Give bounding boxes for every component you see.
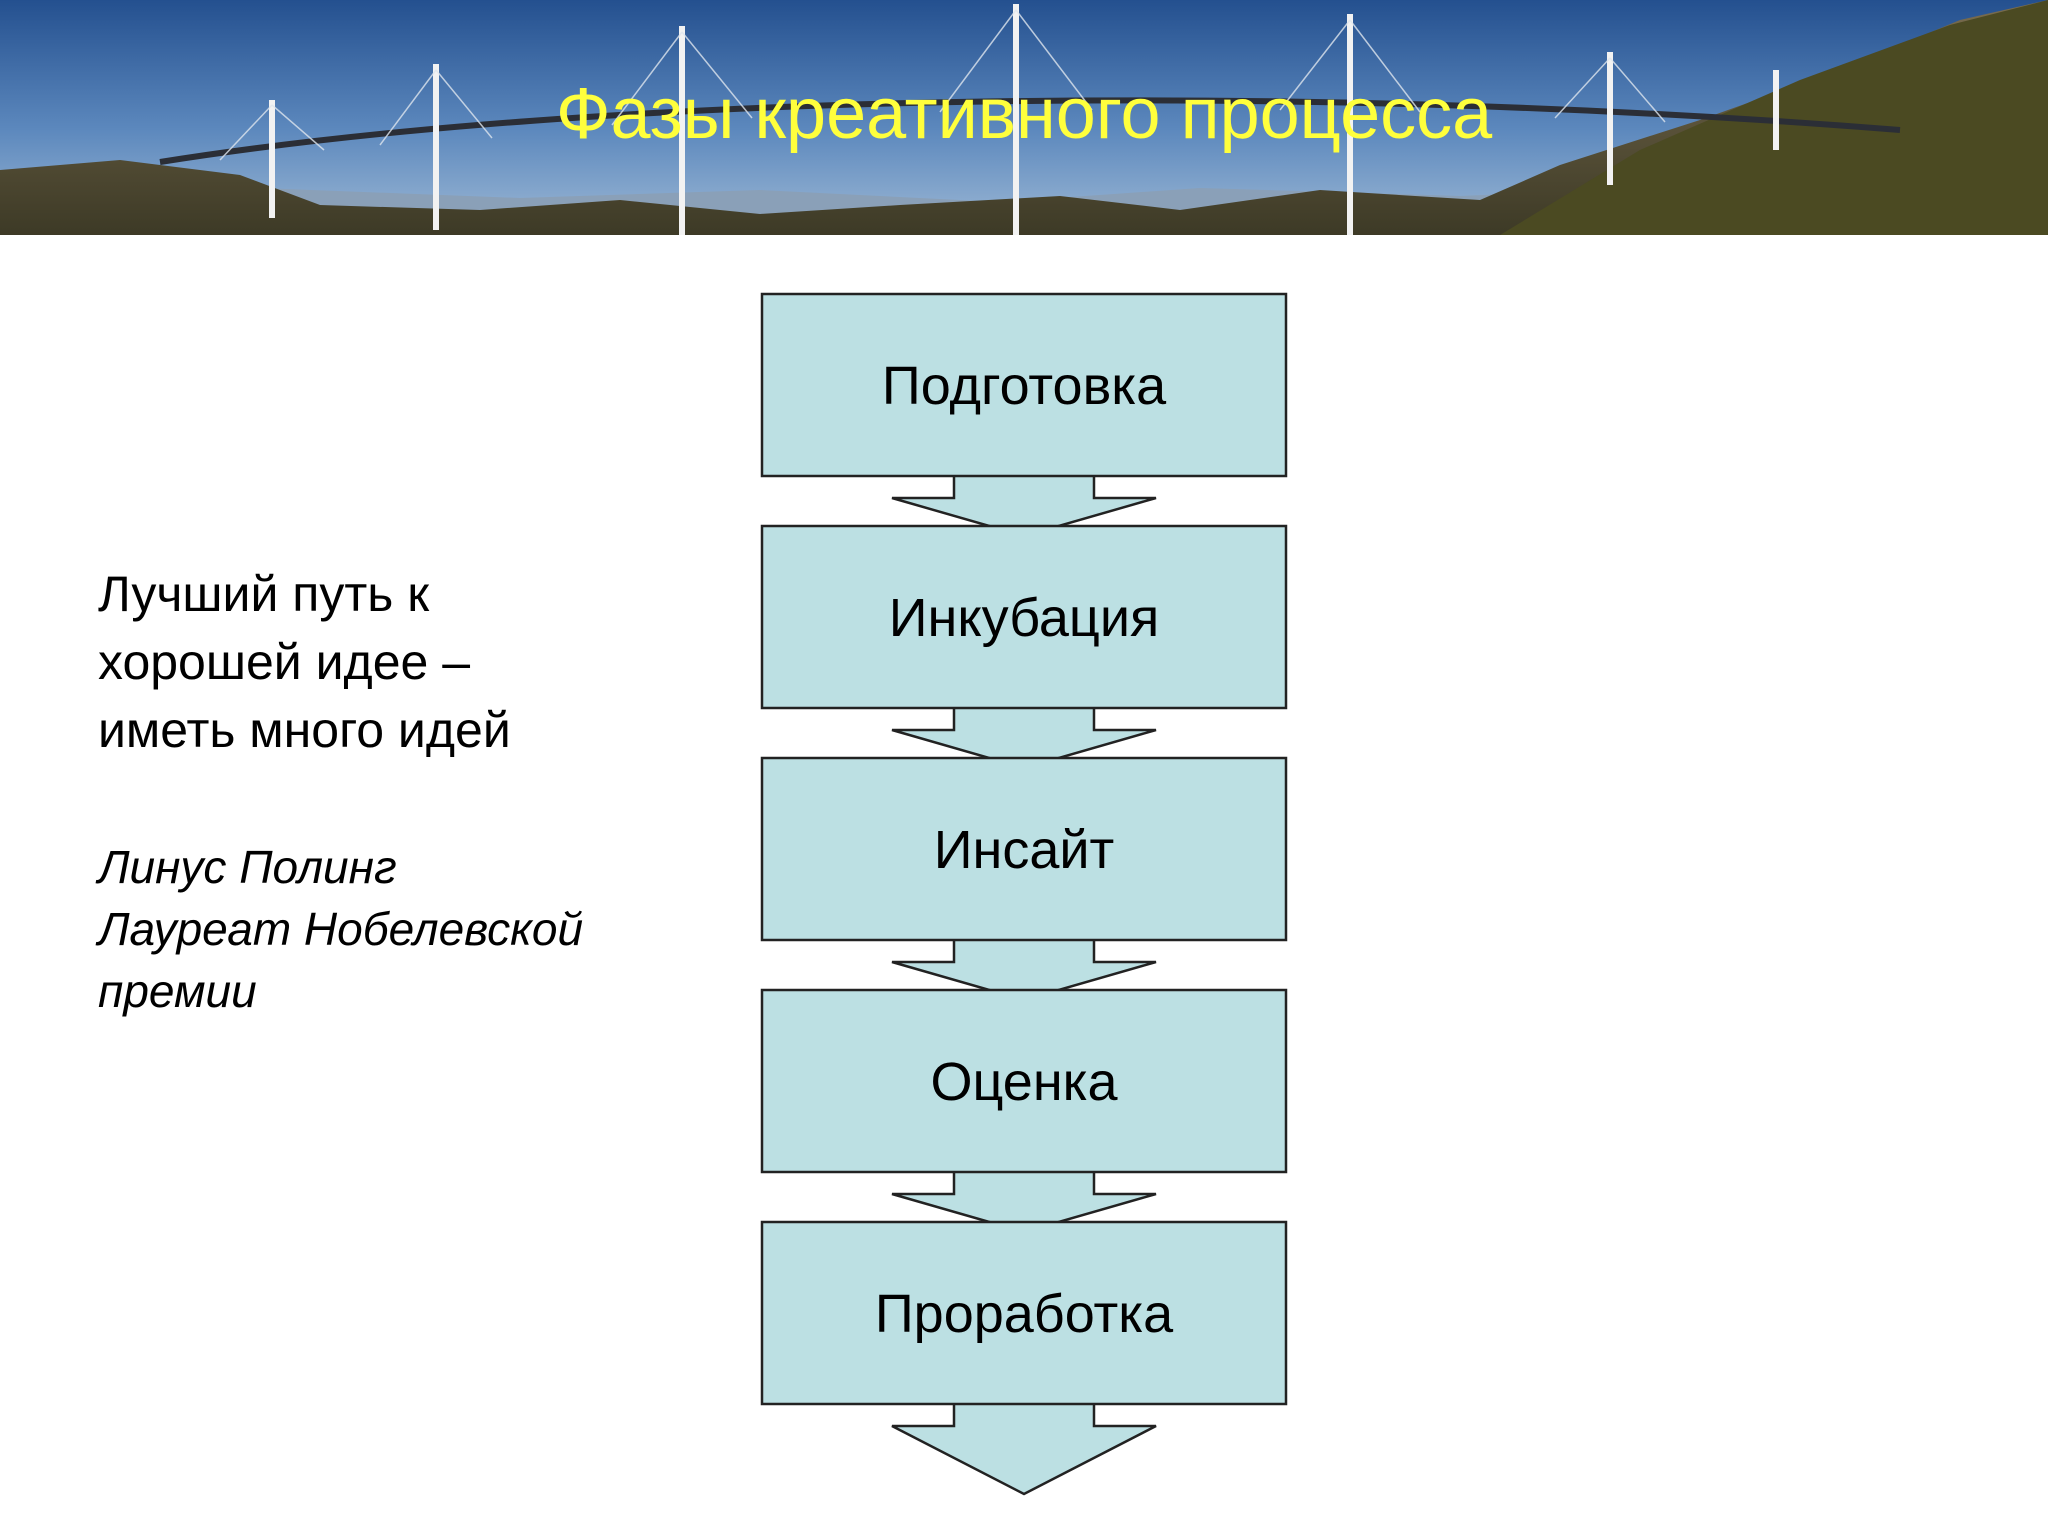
quote-author-title: Лауреат Нобелевской bbox=[98, 903, 584, 955]
quote-line: иметь много идей bbox=[98, 702, 511, 758]
phase-label: Подготовка bbox=[882, 356, 1167, 416]
phase-box bbox=[760, 756, 1288, 942]
banner-photo-bridge bbox=[0, 0, 2048, 235]
slide-title: Фазы креативного процесса bbox=[555, 74, 1493, 154]
quote-line: хорошей идее – bbox=[98, 634, 471, 690]
flow-arrow bbox=[891, 1398, 1157, 1496]
flow-arrows bbox=[891, 470, 1157, 1496]
quote-block: Лучший путь к хорошей идее – иметь много… bbox=[98, 560, 718, 1022]
phase-label: Инкубация bbox=[889, 588, 1160, 648]
phase-label: Инсайт bbox=[934, 820, 1115, 880]
quote-line: Лучший путь к bbox=[98, 566, 430, 622]
phase-box bbox=[760, 1220, 1288, 1406]
phase-box bbox=[760, 524, 1288, 710]
phase-label: Проработка bbox=[875, 1284, 1174, 1344]
quote-attribution: Линус Полинг Лауреат Нобелевской премии bbox=[98, 836, 718, 1022]
phase-box bbox=[760, 292, 1288, 478]
quote-author: Линус Полинг bbox=[98, 841, 397, 893]
phase-box bbox=[760, 988, 1288, 1174]
flow-boxes: ПодготовкаИнкубацияИнсайтОценкаПроработк… bbox=[760, 292, 1288, 1406]
quote-author-title: премии bbox=[98, 965, 257, 1017]
bridge-landscape-image bbox=[0, 0, 2048, 235]
quote-text: Лучший путь к хорошей идее – иметь много… bbox=[98, 560, 718, 764]
phase-label: Оценка bbox=[930, 1052, 1118, 1112]
